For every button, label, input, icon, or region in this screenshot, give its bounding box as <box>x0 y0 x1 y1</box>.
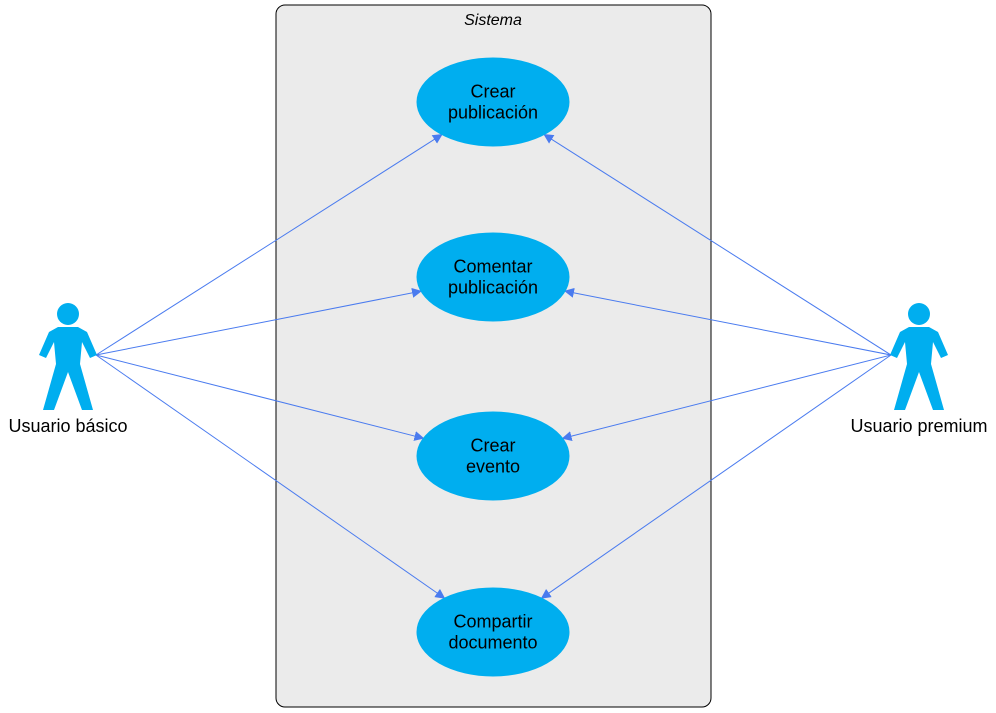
use-case-ellipse <box>416 411 570 501</box>
actor-figure-icon <box>890 303 948 410</box>
use-case-label-line: Crear <box>470 436 515 456</box>
actor-premium[interactable]: Usuario premium <box>850 303 988 436</box>
use-case-ellipse <box>416 232 570 322</box>
system-boundary: Sistema <box>275 4 712 708</box>
use-case-label-line: documento <box>448 633 537 653</box>
use-cases: CrearpublicaciónComentarpublicaciónCrear… <box>416 57 570 677</box>
actor-basic[interactable]: Usuario básico <box>8 303 128 436</box>
association-basic-uc1 <box>95 134 443 356</box>
use-case-label-line: publicación <box>448 103 538 123</box>
use-case-ellipse <box>416 57 570 147</box>
association-basic-uc4 <box>95 354 446 599</box>
association-premium-uc3 <box>561 354 892 441</box>
actor-figure-icon <box>39 303 97 410</box>
use-case-ellipse <box>416 587 570 677</box>
system-box <box>275 4 712 708</box>
use-case-label-line: Crear <box>470 82 515 102</box>
system-title: Sistema <box>464 12 522 29</box>
use-case-label-line: publicación <box>448 278 538 298</box>
association-premium-uc1 <box>543 133 892 356</box>
association-premium-uc4 <box>540 354 892 599</box>
actor-label: Usuario premium <box>850 416 987 436</box>
actors: Usuario básico Usuario premium <box>8 303 988 436</box>
association-premium-uc2 <box>564 287 892 356</box>
association-basic-uc2 <box>95 287 423 356</box>
actor-label: Usuario básico <box>8 416 127 436</box>
use-case-label-line: evento <box>466 457 520 477</box>
association-basic-uc3 <box>95 354 425 441</box>
associations <box>95 133 892 599</box>
use-case-label-line: Comentar <box>453 257 532 277</box>
use-case-label-line: Compartir <box>453 612 532 632</box>
